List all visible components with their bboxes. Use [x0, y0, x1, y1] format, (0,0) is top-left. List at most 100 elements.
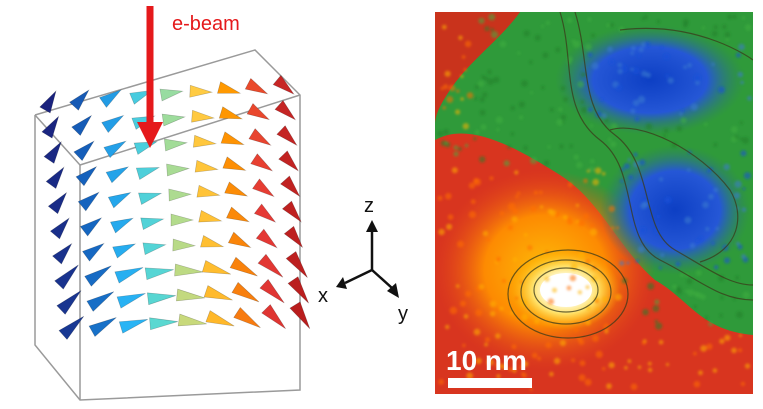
speckle-dot	[713, 187, 719, 193]
speckle-dot	[621, 64, 627, 69]
speckle-dot	[457, 147, 462, 151]
field-arrow	[272, 74, 295, 95]
speckle-dot	[455, 109, 461, 115]
field-arrow	[41, 115, 60, 139]
speckle-dot	[742, 136, 749, 144]
speckle-dot	[663, 128, 669, 134]
speckle-dot	[465, 290, 472, 297]
field-arrow	[196, 184, 221, 198]
speckle-dot	[517, 51, 521, 55]
speckle-dot	[711, 241, 715, 246]
speckle-dot	[590, 223, 594, 228]
speckle-dot	[663, 134, 667, 138]
map-contours	[507, 12, 753, 339]
x-axis-arrowhead	[336, 277, 347, 289]
speckle-dot	[577, 80, 585, 88]
field-arrow	[274, 100, 297, 121]
speckle-dot	[475, 357, 482, 365]
speckle-dot	[602, 296, 609, 303]
speckle-dot	[584, 378, 592, 386]
speckle-dot	[438, 228, 445, 236]
field-arrow	[217, 81, 242, 94]
field-arrow	[79, 217, 103, 237]
speckle-dot	[630, 67, 634, 71]
speckle-dot	[446, 96, 454, 103]
speckle-dot	[637, 246, 645, 253]
speckle-dot	[460, 74, 464, 79]
speckle-dot	[587, 107, 593, 113]
field-arrow	[244, 77, 269, 95]
field-arrow	[56, 290, 82, 315]
field-arrow	[140, 217, 165, 231]
speckle-dot	[583, 213, 590, 220]
speckle-dot	[484, 342, 488, 347]
speckle-dot	[473, 178, 479, 184]
speckle-dot	[641, 340, 646, 345]
field-arrow	[52, 242, 73, 265]
speckle-dot	[534, 319, 540, 324]
speckle-dot	[592, 178, 600, 186]
speckle-dot	[448, 84, 456, 92]
speckle-dot	[667, 77, 674, 84]
speckle-dot	[455, 284, 460, 288]
speckle-dot	[713, 142, 718, 147]
speckle-dot	[453, 145, 459, 150]
speckle-dot	[489, 300, 497, 308]
speckle-dot	[491, 31, 499, 39]
speckle-dot	[587, 52, 593, 58]
field-arrow	[84, 265, 112, 287]
field-arrow	[205, 310, 235, 327]
speckle-dot	[595, 350, 603, 358]
speckle-dot	[585, 319, 591, 326]
speckle-dot	[606, 23, 610, 28]
field-arrow	[283, 225, 304, 249]
speckle-dot	[487, 78, 494, 86]
speckle-dot	[473, 137, 477, 141]
speckle-dot	[715, 226, 719, 231]
speckle-dot	[579, 360, 586, 367]
speckle-dot	[531, 352, 538, 359]
speckle-dot	[556, 119, 563, 126]
speckle-dot	[549, 371, 554, 377]
speckle-dot	[660, 253, 665, 258]
speckle-dot	[619, 179, 624, 183]
speckle-dot	[523, 233, 528, 237]
speckle-dot	[475, 309, 483, 317]
speckle-dot	[573, 154, 579, 160]
field-arrow	[191, 109, 216, 123]
speckle-dot	[610, 226, 615, 230]
speckle-dot	[730, 126, 738, 133]
speckle-dot	[655, 322, 663, 330]
speckle-dot	[679, 112, 683, 116]
field-arrow	[135, 167, 161, 180]
speckle-dot	[569, 274, 577, 282]
speckle-dot	[664, 196, 672, 204]
speckle-dot	[643, 14, 649, 20]
speckle-dot	[580, 72, 587, 78]
speckle-dot	[567, 216, 572, 221]
field-arrow	[39, 89, 57, 114]
speckle-dot	[486, 358, 494, 366]
speckle-dot	[496, 128, 500, 132]
speckle-dot	[693, 74, 702, 82]
speckle-dot	[610, 141, 617, 148]
speckle-dot	[601, 113, 607, 119]
speckle-dot	[724, 334, 731, 341]
speckle-dot	[638, 47, 644, 53]
speckle-dot	[656, 214, 661, 219]
field-arrow	[54, 264, 79, 290]
speckle-dot	[510, 132, 515, 136]
speckle-dot	[747, 95, 752, 101]
speckle-dot	[549, 107, 554, 112]
speckle-dot	[507, 224, 514, 231]
speckle-dot	[440, 86, 444, 91]
map-hotspot-core	[540, 273, 592, 307]
speckle-dot	[639, 159, 646, 166]
speckle-dot	[460, 300, 466, 307]
speckle-dot	[560, 114, 567, 121]
speckle-dot	[585, 285, 590, 290]
field-arrow	[45, 166, 65, 190]
speckle-dot	[466, 92, 474, 99]
speckle-dot	[700, 345, 707, 352]
